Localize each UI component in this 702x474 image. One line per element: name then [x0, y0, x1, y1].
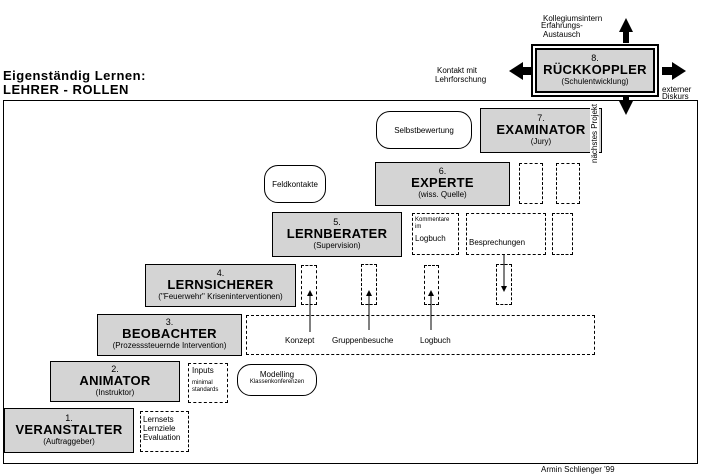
- lernberater-slot: [552, 213, 573, 255]
- role-number: 3.: [165, 317, 174, 327]
- role-title: LERNSICHERER: [167, 277, 274, 292]
- role-examinator: 7. EXAMINATOR (Jury): [480, 108, 602, 153]
- role-rueckkoppler: 8. RÜCKKOPPLER (Schulentwicklung): [535, 48, 655, 93]
- note-feldkontakte: Feldkontakte: [272, 180, 318, 189]
- label-naechstes-projekt: nächstes Projekt: [590, 101, 599, 165]
- role-title: EXPERTE: [411, 175, 474, 190]
- experte-slot-1: [519, 163, 543, 204]
- selbstbewertung-bubble: Selbstbewertung: [376, 111, 472, 149]
- role-title: ANIMATOR: [79, 373, 151, 388]
- label-austausch: Austausch: [543, 30, 581, 39]
- role-number: 4.: [216, 268, 225, 278]
- diagram-frame: [3, 100, 698, 464]
- besprechungen-box: Besprechungen: [466, 213, 546, 255]
- modelling-bubble: Modelling Klassenkonferenzen: [237, 364, 317, 396]
- role-number: 6.: [438, 166, 447, 176]
- note-lernziele: Lernziele: [143, 424, 176, 433]
- note-modelling: Modelling: [259, 370, 295, 379]
- role-title: BEOBACHTER: [122, 326, 217, 341]
- role-subtitle: (Jury): [530, 137, 552, 146]
- label-konzept: Konzept: [285, 336, 315, 345]
- note-selbstbewertung: Selbstbewertung: [394, 126, 454, 135]
- experte-slot-2: [556, 163, 580, 204]
- note-im: im: [415, 224, 422, 230]
- note-standards: standards: [192, 387, 219, 393]
- kommentare-box: Kommentare im Logbuch: [412, 213, 459, 255]
- role-number: 5.: [333, 217, 341, 227]
- beobachter-area: [246, 315, 595, 355]
- label-gruppenbesuche: Gruppenbesuche: [332, 336, 394, 345]
- role-lernberater: 5. LERNBERATER (Supervision): [272, 212, 402, 257]
- lernsicherer-slot-4: [496, 264, 512, 305]
- role-subtitle: (Supervision): [313, 241, 361, 250]
- role-title: LERNBERATER: [286, 226, 388, 241]
- role-number: 8.: [591, 53, 599, 63]
- role-subtitle: ("Feuerwehr" Kriseninterventionen): [158, 292, 283, 301]
- note-lernsets: Lernsets: [143, 415, 174, 424]
- lernsicherer-slot-3: [424, 265, 439, 305]
- note-logbuch: Logbuch: [415, 234, 446, 243]
- note-besprechungen: Besprechungen: [469, 238, 526, 247]
- label-logbuch: Logbuch: [420, 336, 451, 345]
- arrow-right-icon: [662, 62, 686, 80]
- role-lernsicherer: 4. LERNSICHERER ("Feuerwehr" Kriseninter…: [145, 264, 296, 307]
- note-evaluation: Evaluation: [143, 433, 181, 442]
- role-subtitle: (Prozesssteuernde Intervention): [112, 341, 227, 350]
- label-diskurs: Diskurs: [662, 92, 689, 101]
- diagram-subtitle: LEHRER - ROLLEN: [3, 82, 129, 97]
- role-number: 1.: [65, 413, 73, 423]
- role-number: 7.: [537, 113, 545, 123]
- lernsicherer-slot-1: [301, 265, 317, 305]
- animator-notes: Inputs minimal standards: [188, 363, 228, 403]
- role-experte: 6. EXPERTE (wiss. Quelle): [375, 162, 510, 206]
- label-kollegiumsintern: Kollegiumsintern: [543, 14, 603, 23]
- role-title: RÜCKKOPPLER: [543, 62, 647, 77]
- label-externer: externer: [662, 85, 692, 94]
- role-subtitle: (Instruktor): [95, 388, 135, 397]
- role-subtitle: (Auftraggeber): [43, 437, 95, 446]
- arrow-left-icon: [509, 62, 531, 80]
- veranstalter-notes: Lernsets Lernziele Evaluation: [140, 411, 189, 452]
- note-inputs: Inputs: [192, 366, 214, 375]
- role-subtitle: (wiss. Quelle): [418, 190, 467, 199]
- note-minimal: minimal: [192, 380, 213, 386]
- role-animator: 2. ANIMATOR (Instruktor): [50, 361, 180, 402]
- note-klassenkonferenzen: Klassenkonferenzen: [249, 379, 305, 385]
- role-subtitle: (Schulentwicklung): [561, 77, 629, 86]
- role-title: VERANSTALTER: [15, 422, 123, 437]
- note-kommentare: Kommentare: [415, 217, 450, 223]
- diagram-title: Eigenständig Lernen:: [3, 68, 146, 83]
- role-beobachter: 3. BEOBACHTER (Prozesssteuernde Interven…: [97, 314, 242, 356]
- arrow-up-icon: [619, 18, 633, 43]
- role-title: EXAMINATOR: [496, 122, 586, 137]
- role-veranstalter: 1. VERANSTALTER (Auftraggeber): [4, 408, 134, 453]
- feldkontakte-bubble: Feldkontakte: [264, 165, 326, 203]
- lernsicherer-slot-2: [361, 264, 377, 305]
- role-number: 2.: [111, 364, 119, 374]
- label-erfahrungs: Erfahrungs-: [541, 21, 583, 30]
- footer-author: Armin Schlienger '99: [541, 465, 615, 474]
- label-kontakt-mit: Kontakt mit: [437, 66, 478, 75]
- arrow-down-icon: [619, 94, 633, 115]
- label-lehrforschung: Lehrforschung: [435, 75, 487, 84]
